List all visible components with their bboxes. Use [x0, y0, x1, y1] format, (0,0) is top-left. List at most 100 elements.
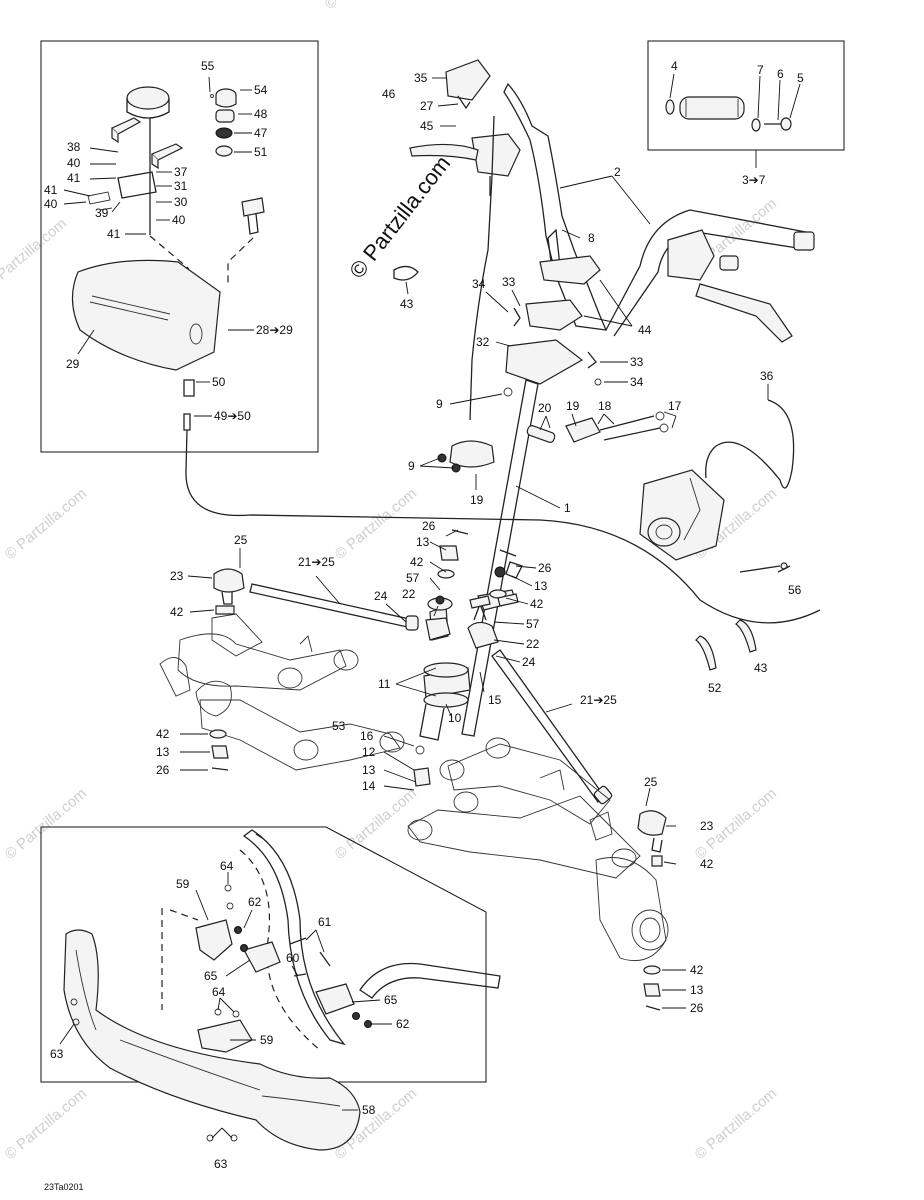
mount-bracket-upper: [195, 919, 233, 961]
ignition-switch: [241, 197, 265, 217]
callout-26: 26: [538, 561, 552, 575]
watermark-text: © Partzilla.com: [2, 1085, 90, 1163]
watermark-main: © Partzilla.com: [344, 151, 455, 283]
steering-shaft: [461, 379, 539, 737]
tie-rod-end-center: [467, 621, 499, 649]
callout-26: 26: [690, 1001, 704, 1015]
callout-23: 23: [700, 819, 714, 833]
callout-49-50: 49➔50: [214, 409, 251, 423]
callout-24: 24: [374, 589, 388, 603]
callout-42: 42: [410, 555, 424, 569]
handguard-assembly: [63, 829, 501, 1151]
cable-tie-43: [735, 619, 757, 653]
carburetor-assembly: [639, 399, 795, 671]
callout-39: 39: [95, 206, 109, 220]
inset-box-handguard: [40, 826, 487, 1083]
callout-11: 11: [378, 677, 391, 691]
callout-9: 9: [408, 459, 415, 473]
callout-15: 15: [488, 693, 502, 707]
inset-box-instrument: [40, 40, 319, 453]
callout-23: 23: [170, 569, 184, 583]
callout-42: 42: [530, 597, 544, 611]
callout-45: 45: [420, 119, 434, 133]
watermark-text: © Partzilla.com: [332, 785, 420, 863]
callout-3-7: 3➔7: [742, 173, 766, 187]
callout-25: 25: [234, 533, 248, 547]
callout-60: 60: [286, 951, 300, 965]
callout-43: 43: [400, 297, 414, 311]
callout-46: 46: [382, 87, 396, 101]
callout-10: 10: [448, 711, 462, 725]
callout-40: 40: [67, 156, 81, 170]
callout-41: 41: [67, 171, 81, 185]
tie-rod-end-right: [637, 810, 667, 836]
steering-plate: [505, 339, 584, 385]
callout-41: 41: [107, 227, 121, 241]
bar-clamp-lower: [525, 299, 583, 331]
callout-38: 38: [67, 140, 81, 154]
drawing-code: 23Ta0201: [44, 1182, 84, 1192]
speedo-cable: [185, 429, 821, 624]
callout-13: 13: [416, 535, 430, 549]
callout-54: 54: [254, 83, 268, 97]
callout-13: 13: [156, 745, 170, 759]
callout-59: 59: [176, 877, 190, 891]
callout-33: 33: [502, 275, 516, 289]
callout-4: 4: [671, 59, 678, 73]
callout-63: 63: [50, 1047, 64, 1061]
callout-35: 35: [414, 71, 428, 85]
clamp-65-upper: [243, 941, 281, 973]
washer-51: [215, 145, 233, 157]
switch-block-upper: [110, 117, 142, 135]
watermark-text: © Partzilla.com: [332, 485, 420, 563]
callout-32: 32: [476, 335, 490, 349]
callout-61: 61: [318, 915, 332, 929]
callout-13: 13: [534, 579, 548, 593]
callout-33: 33: [630, 355, 644, 369]
instrument-assembly: [71, 86, 821, 624]
callout-42: 42: [156, 727, 170, 741]
guard-bar: [242, 829, 346, 1046]
nut-47: [215, 127, 233, 139]
callout-26: 26: [422, 519, 436, 533]
callout-7: 7: [757, 63, 764, 77]
callout-22: 22: [402, 587, 416, 601]
callout-17: 17: [668, 399, 682, 413]
leader-lines: [59, 73, 801, 1139]
inset-box-grip: [647, 40, 845, 151]
gauge-housing: [126, 86, 170, 110]
handguard-shell: [63, 929, 361, 1151]
hardware-stacks: [209, 529, 791, 1011]
watermark-text: © Partzilla.com: [0, 215, 70, 293]
callout-21-25: 21➔25: [580, 693, 617, 707]
callout-12: 12: [362, 745, 376, 759]
callout-42: 42: [700, 857, 714, 871]
grip-assembly: [665, 96, 792, 132]
bushing-48: [215, 109, 235, 123]
callout-64: 64: [220, 859, 234, 873]
tie-rod-right: [491, 649, 605, 803]
callout-1: 1: [564, 501, 571, 515]
callout-31: 31: [174, 179, 188, 193]
handlebar-right: [605, 209, 811, 337]
throttle-cable: [469, 115, 495, 421]
callout-58: 58: [362, 1103, 376, 1117]
watermark-text: © Partzilla.com: [2, 485, 90, 563]
callout-65: 65: [204, 969, 218, 983]
callout-25: 25: [644, 775, 658, 789]
callout-42: 42: [170, 605, 184, 619]
callout-47: 47: [254, 126, 268, 140]
clamp-65-lower: [315, 983, 355, 1015]
callout-2: 2: [614, 165, 621, 179]
callout-51: 51: [254, 145, 268, 159]
callout-34: 34: [472, 277, 486, 291]
throttle-lever: [409, 143, 479, 161]
handlebar-grip: [679, 96, 745, 120]
callout-5: 5: [797, 71, 804, 85]
callout-29: 29: [66, 357, 80, 371]
callout-34: 34: [630, 375, 644, 389]
tie-rod-end-left: [213, 568, 245, 593]
watermark-text: © Partzilla.com: [2, 785, 90, 863]
callout-30: 30: [174, 195, 188, 209]
callout-53: 53: [332, 719, 346, 733]
